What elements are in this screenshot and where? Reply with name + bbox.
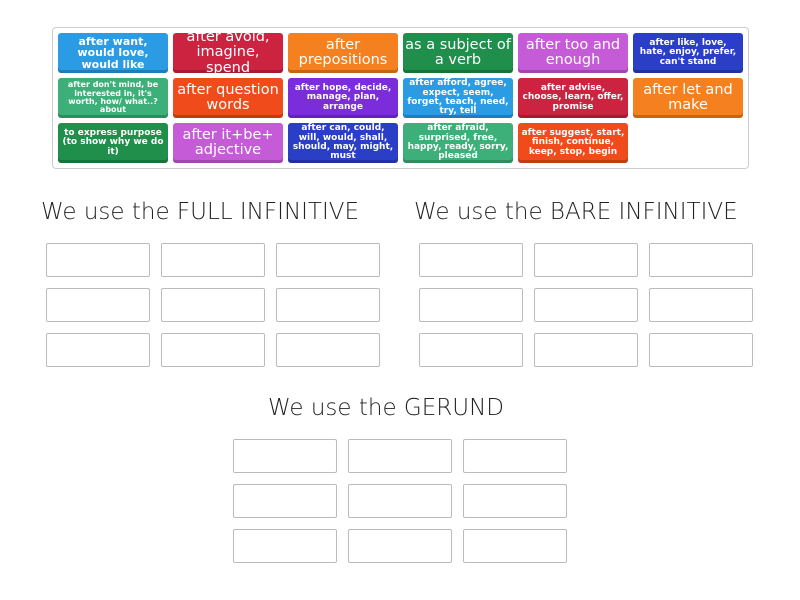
answer-tile[interactable]: after question words	[173, 78, 283, 118]
drop-slot-full-infinitive[interactable]	[46, 288, 150, 322]
drop-slot-bare-infinitive[interactable]	[649, 333, 753, 367]
tile-label: after it+be+ adjective	[182, 126, 274, 158]
tile-label: after want, would love, would like	[77, 34, 149, 71]
drop-slot-full-infinitive[interactable]	[276, 243, 380, 277]
tile-label: after prepositions	[298, 36, 388, 68]
drop-slot-full-infinitive[interactable]	[161, 333, 265, 367]
answer-tile[interactable]: after too and enough	[518, 33, 628, 73]
tile-label: after avoid, imagine, spend	[186, 29, 270, 76]
drop-slot-gerund[interactable]	[463, 529, 567, 563]
drop-slot-bare-infinitive[interactable]	[419, 243, 523, 277]
drop-slot-gerund[interactable]	[233, 529, 337, 563]
drop-slot-bare-infinitive[interactable]	[419, 333, 523, 367]
answer-tile[interactable]: after hope, decide, manage, plan, arrang…	[288, 78, 398, 118]
answer-tile[interactable]: after it+be+ adjective	[173, 123, 283, 163]
tile-label: after too and enough	[525, 36, 621, 68]
tile-label: after afraid, surprised, free, happy, re…	[407, 123, 509, 162]
answer-tile[interactable]: after suggest, start, finish, continue, …	[518, 123, 628, 163]
answer-tile[interactable]: after advise, choose, learn, offer, prom…	[518, 78, 628, 118]
drop-slot-gerund[interactable]	[463, 484, 567, 518]
drop-slot-bare-infinitive[interactable]	[534, 243, 638, 277]
tile-label: to express purpose (to show why we do it…	[62, 127, 164, 157]
answer-tile[interactable]: after afford, agree, expect, seem, forge…	[403, 78, 513, 118]
tile-label: after don't mind, be interested in, it's…	[67, 80, 159, 115]
answer-tile[interactable]: after don't mind, be interested in, it's…	[58, 78, 168, 118]
drop-slot-bare-infinitive[interactable]	[534, 288, 638, 322]
answer-tile[interactable]: after prepositions	[288, 33, 398, 73]
tile-label: after hope, decide, manage, plan, arrang…	[294, 82, 392, 112]
drop-slot-bare-infinitive[interactable]	[419, 288, 523, 322]
drop-slot-full-infinitive[interactable]	[276, 288, 380, 322]
answer-tile[interactable]: after like, love, hate, enjoy, prefer, c…	[633, 33, 743, 73]
answer-tile[interactable]: after afraid, surprised, free, happy, re…	[403, 123, 513, 163]
drop-slot-bare-infinitive[interactable]	[534, 333, 638, 367]
drop-slot-bare-infinitive[interactable]	[649, 288, 753, 322]
drop-slot-bare-infinitive[interactable]	[649, 243, 753, 277]
group-title-bare-infinitive: We use the BARE INFINITIVE	[414, 199, 738, 225]
tile-label: after afford, agree, expect, seem, forge…	[407, 78, 509, 117]
tile-label: after advise, choose, learn, offer, prom…	[522, 82, 624, 112]
drop-slot-gerund[interactable]	[348, 439, 452, 473]
drop-slot-full-infinitive[interactable]	[161, 288, 265, 322]
drop-slot-gerund[interactable]	[348, 529, 452, 563]
answer-tile[interactable]: to express purpose (to show why we do it…	[58, 123, 168, 163]
tile-bank: after want, would love, would like after …	[52, 27, 749, 169]
drop-slot-gerund[interactable]	[348, 484, 452, 518]
tile-label: after let and make	[643, 81, 733, 113]
drop-slot-full-infinitive[interactable]	[46, 333, 150, 367]
drop-slot-full-infinitive[interactable]	[276, 333, 380, 367]
tile-label: after suggest, start, finish, continue, …	[521, 127, 625, 157]
tile-label: after question words	[177, 81, 279, 113]
group-title-full-infinitive: We use the FULL INFINITIVE	[41, 199, 360, 225]
drop-slot-gerund[interactable]	[233, 484, 337, 518]
group-title-gerund: We use the GERUND	[268, 395, 505, 421]
tile-label: after like, love, hate, enjoy, prefer, c…	[639, 37, 737, 67]
drop-slot-gerund[interactable]	[463, 439, 567, 473]
answer-tile[interactable]: after avoid, imagine, spend	[173, 29, 283, 76]
answer-tile[interactable]: after can, could, will, would, shall, sh…	[288, 123, 398, 163]
drop-slot-full-infinitive[interactable]	[46, 243, 150, 277]
tile-label: as a subject of a verb	[405, 36, 511, 68]
drop-slot-full-infinitive[interactable]	[161, 243, 265, 277]
answer-tile[interactable]: as a subject of a verb	[403, 33, 513, 73]
answer-tile[interactable]: after let and make	[633, 78, 743, 118]
answer-tile[interactable]: after want, would love, would like	[58, 33, 168, 73]
drop-slot-gerund[interactable]	[233, 439, 337, 473]
tile-label: after can, could, will, would, shall, sh…	[292, 123, 394, 162]
